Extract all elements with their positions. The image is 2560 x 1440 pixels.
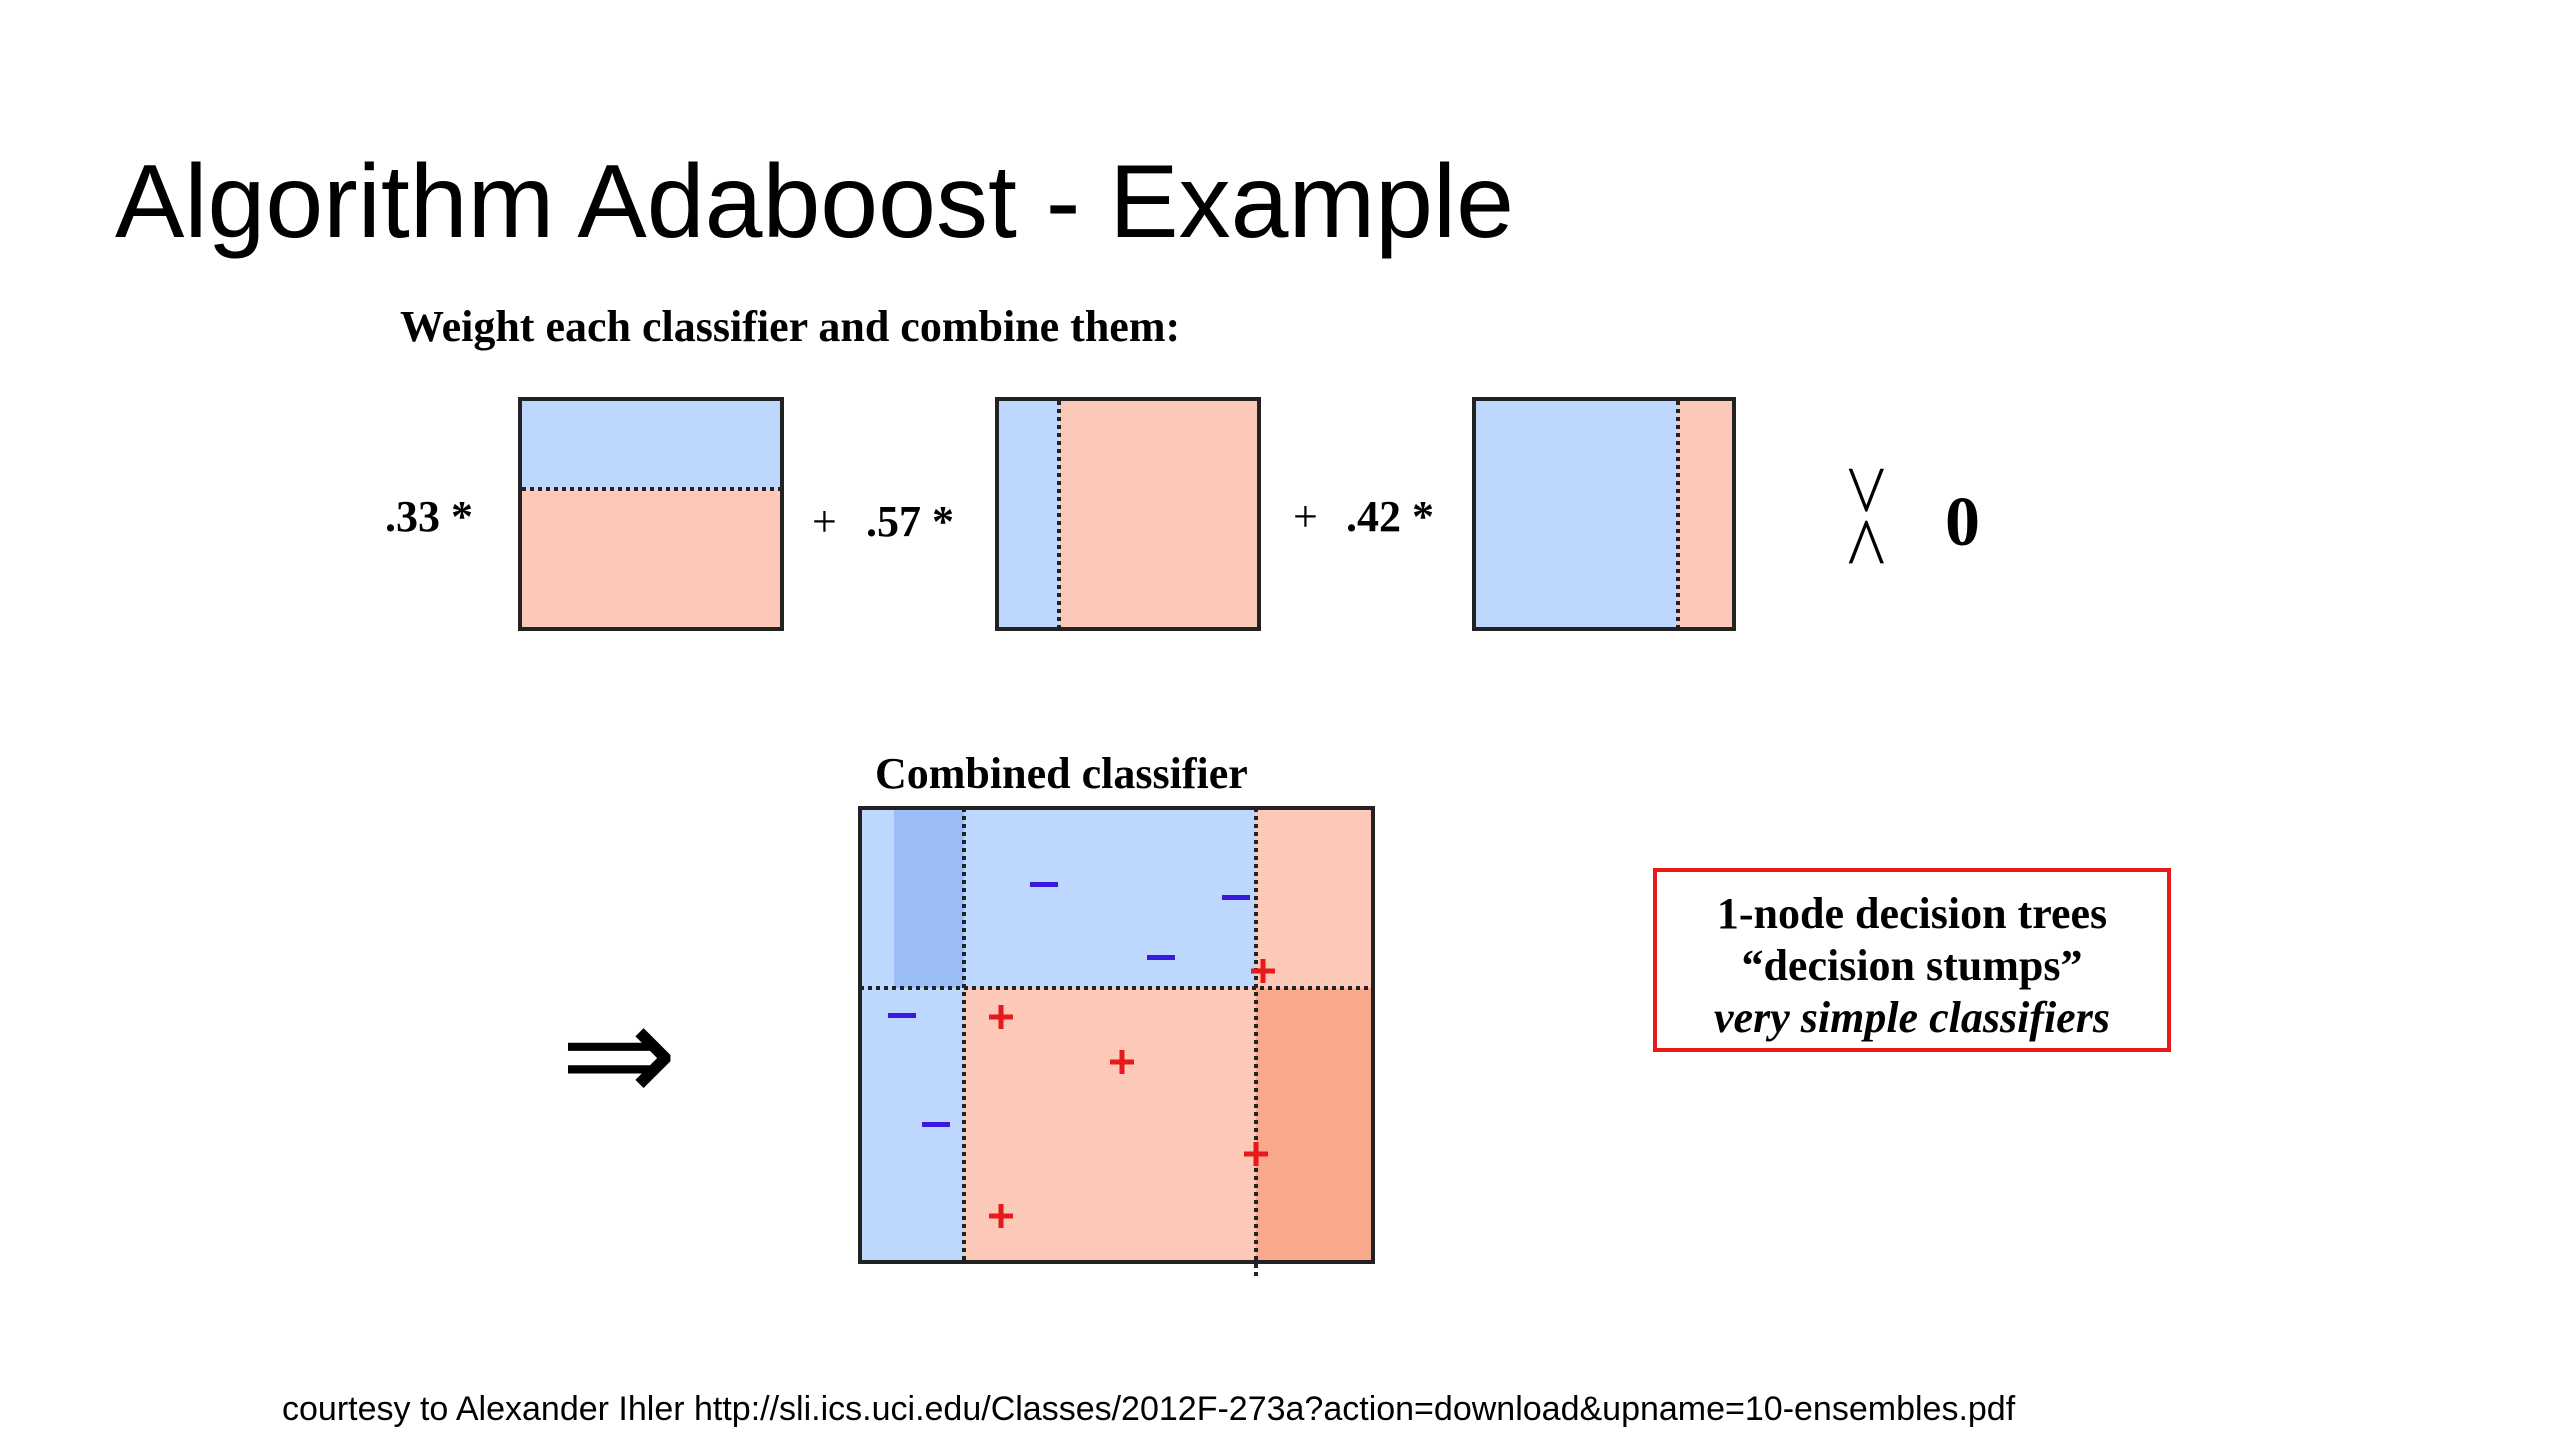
positive-point	[1244, 1142, 1268, 1166]
positive-point	[989, 1005, 1013, 1029]
note-line-1: 1-node decision trees	[1716, 889, 2108, 938]
region-right-red	[1256, 808, 1373, 988]
positive-point	[1251, 959, 1275, 983]
stump-2-graphic	[999, 401, 1257, 627]
plus-sign-1: +	[812, 497, 837, 546]
stump-3-red-region	[1678, 401, 1732, 627]
positive-points	[989, 959, 1275, 1228]
stump-classifier-2	[995, 397, 1261, 631]
coefficient-3: .42 *	[1346, 492, 1434, 541]
combined-plot-border	[858, 806, 1375, 1264]
comparison-symbol: ><	[1826, 464, 1908, 568]
stump-classifier-1	[518, 397, 784, 631]
subtitle: Weight each classifier and combine them:	[400, 302, 1181, 351]
combined-classifier-title: Combined classifier	[875, 749, 1248, 798]
stump-1-red-region	[522, 489, 780, 627]
region-center-red	[964, 988, 1256, 1262]
negative-point	[1030, 882, 1058, 887]
negative-point	[1222, 895, 1250, 900]
threshold-value: 0	[1945, 484, 1980, 561]
footer-citation: courtesy to Alexander Ihler http://sli.i…	[282, 1390, 2016, 1428]
stump-3-blue-region	[1476, 401, 1678, 627]
positive-point	[1110, 1050, 1134, 1074]
negative-point	[1147, 955, 1175, 960]
note-line-2: “decision stumps”	[1741, 941, 2083, 990]
coefficient-2: .57 *	[866, 497, 954, 546]
positive-point	[989, 1204, 1013, 1228]
negative-point	[888, 1013, 916, 1018]
stumps-note-box: 1-node decision trees “decision stumps” …	[1653, 868, 2171, 1052]
stump-2-red-region	[1059, 401, 1257, 627]
region-left-dark-blue	[894, 808, 964, 988]
region-top-blue	[964, 808, 1256, 988]
stump-1-graphic	[522, 401, 780, 627]
stump-1-blue-region	[522, 401, 780, 489]
implies-arrow: ⇒	[560, 973, 678, 1136]
region-right-dark-red	[1256, 988, 1373, 1262]
coefficient-1: .33 *	[385, 492, 473, 541]
stump-classifier-3	[1472, 397, 1736, 631]
stump-2-blue-region	[999, 401, 1059, 627]
note-line-3: very simple classifiers	[1714, 993, 2110, 1042]
combined-classifier-plot	[858, 806, 1375, 1276]
negative-point	[922, 1122, 950, 1127]
plus-sign-2: +	[1293, 492, 1318, 541]
slide-title: Algorithm Adaboost - Example	[115, 144, 1514, 260]
stump-3-graphic	[1476, 401, 1732, 627]
